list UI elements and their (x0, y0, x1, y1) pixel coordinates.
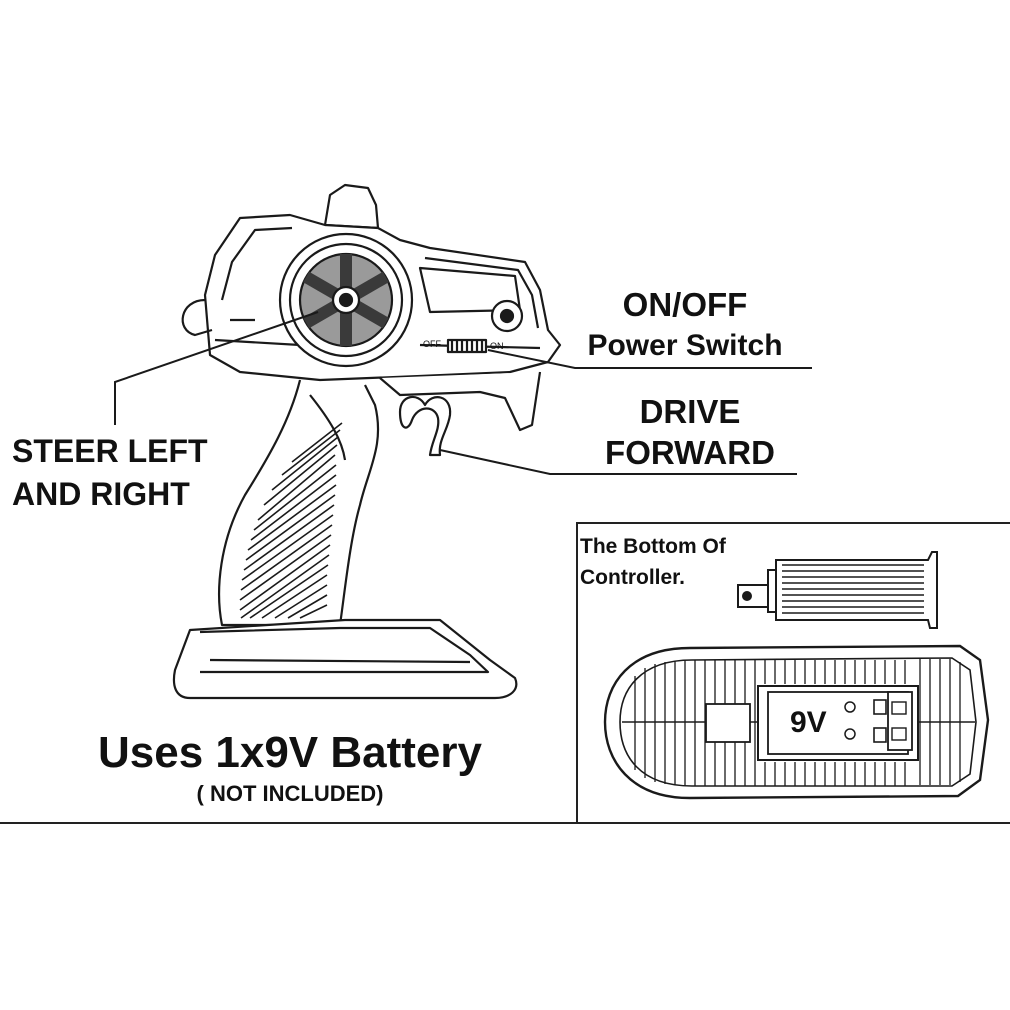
steering-wheel (278, 232, 414, 368)
inset-caption-line1: The Bottom Of (580, 535, 726, 558)
inset-caption-line2: Controller. (580, 566, 686, 589)
switch-off-label: OFF (423, 339, 441, 349)
on-off-label: ON/OFF (622, 286, 748, 323)
switch-on-label: ON (490, 341, 504, 351)
bottom-plate (603, 644, 990, 800)
not-included-note: ( NOT INCLUDED) (196, 781, 384, 806)
power-switch-label: Power Switch (587, 329, 783, 362)
side-view-grip (737, 551, 938, 629)
controller-illustration (172, 183, 562, 700)
battery-requirement: Uses 1x9V Battery (97, 728, 482, 777)
inset-frame (576, 522, 1010, 823)
drive-label: DRIVE (639, 393, 741, 430)
forward-label: FORWARD (605, 434, 775, 471)
steer-leader (114, 311, 319, 425)
drive-leader (439, 449, 797, 475)
battery-9v-label: 9V (790, 706, 827, 739)
power-leader (487, 349, 812, 369)
leader-lines (114, 311, 812, 475)
steer-label-line1: STEER LEFT (12, 433, 208, 469)
steer-label-line2: AND RIGHT (12, 476, 190, 512)
